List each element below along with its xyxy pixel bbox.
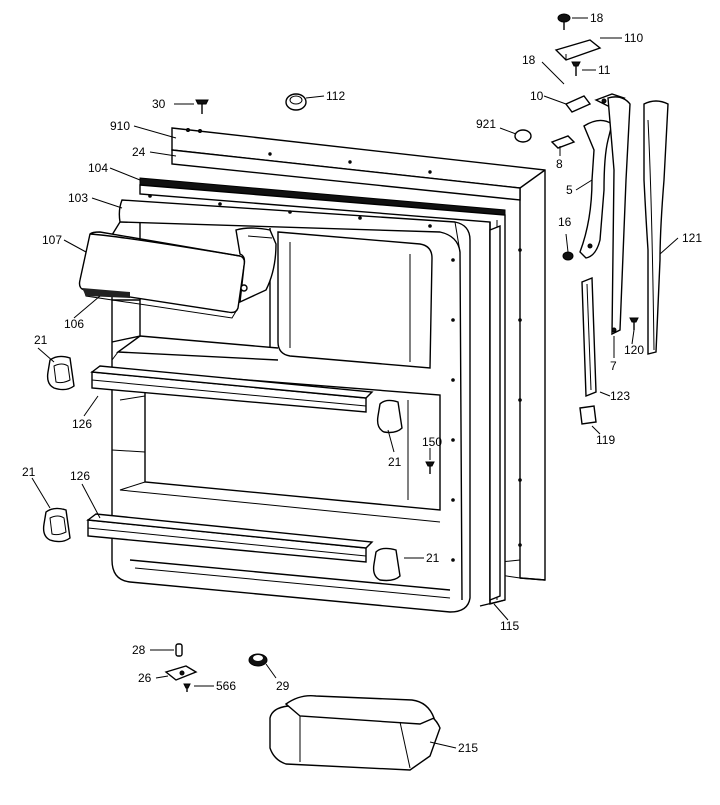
dairy-compartment-door [78, 227, 277, 319]
callout-110: 110 [624, 31, 643, 45]
callout-120: 120 [624, 343, 644, 357]
stop-29 [248, 653, 268, 667]
shelf-end-cap-left-lower [42, 507, 71, 543]
liner-lower-compartments [111, 371, 451, 599]
callout-21-right-upper: 21 [388, 455, 402, 469]
shelf-end-cap-left-upper [46, 355, 75, 391]
screw-30 [195, 99, 209, 114]
callout-11: 11 [598, 63, 611, 77]
callout-28: 28 [132, 643, 146, 657]
callout-21-right-lower: 21 [426, 551, 440, 565]
callout-107: 107 [42, 233, 62, 247]
screw-18-top [557, 13, 571, 30]
callout-18-top: 18 [590, 11, 604, 25]
door-trim [171, 149, 521, 201]
cap-119 [579, 405, 597, 425]
callout-8: 8 [556, 157, 563, 171]
callout-126-lower: 126 [70, 469, 90, 483]
pin-28 [175, 643, 183, 657]
breaker-strip [489, 224, 501, 602]
screw-150 [425, 461, 435, 474]
shim-8 [550, 135, 576, 149]
cap-112 [285, 93, 307, 111]
screw-16 [562, 251, 574, 261]
callout-10: 10 [530, 89, 544, 103]
shelf-end-cap-right-upper [376, 399, 403, 434]
shelf-end-cap-right-lower [372, 547, 401, 582]
hinge-cover-110 [554, 39, 602, 61]
handle-5 [579, 96, 631, 336]
callout-18-mid: 18 [522, 53, 536, 67]
callout-103: 103 [68, 191, 88, 205]
callout-566: 566 [216, 679, 236, 693]
door-bin-215 [269, 694, 441, 771]
callout-16: 16 [558, 215, 572, 229]
callout-119: 119 [596, 433, 615, 447]
callout-5: 5 [566, 183, 573, 197]
screw-566 [183, 683, 191, 692]
bracket-26 [164, 665, 198, 681]
callout-26: 26 [138, 671, 152, 685]
callout-910: 910 [110, 119, 130, 133]
callout-21-left-lower: 21 [22, 465, 36, 479]
callout-104: 104 [88, 161, 108, 175]
leader-lines [31, 17, 679, 749]
callout-106: 106 [64, 317, 84, 331]
callout-123: 123 [610, 389, 630, 403]
door-shelf-upper [90, 365, 374, 413]
screw-18-mid [571, 61, 581, 76]
callout-21-left-upper: 21 [34, 333, 48, 347]
callout-215: 215 [458, 741, 478, 755]
callout-112: 112 [326, 89, 345, 103]
callout-30: 30 [152, 97, 166, 111]
callout-121: 121 [682, 231, 702, 245]
plug-921 [514, 129, 532, 143]
callout-7: 7 [610, 359, 617, 373]
callout-29: 29 [276, 679, 290, 693]
handle-trim-121 [643, 100, 669, 355]
door-shelf-lower [86, 513, 374, 563]
callout-921: 921 [476, 117, 496, 131]
handle-bar-123 [581, 276, 597, 398]
callout-115: 115 [500, 619, 519, 633]
callout-labels: 18 110 18 11 10 30 112 910 921 24 8 104 … [22, 11, 702, 755]
callout-150: 150 [422, 435, 442, 449]
callout-24: 24 [132, 145, 146, 159]
callout-126-upper: 126 [72, 417, 92, 431]
screw-120 [629, 317, 639, 330]
